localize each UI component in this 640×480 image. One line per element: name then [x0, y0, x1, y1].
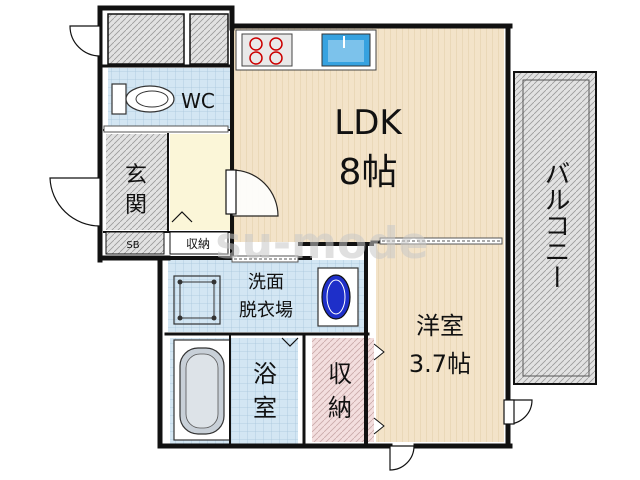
corridor-floor	[170, 134, 232, 230]
sink-icon	[321, 33, 371, 67]
western-size: 3.7帖	[409, 350, 471, 378]
closet-label-1: 収	[328, 360, 352, 388]
western-floor	[376, 242, 504, 442]
shoe-box-strip	[105, 231, 229, 255]
washbasin-icon	[317, 267, 359, 327]
stove-icon	[241, 33, 293, 67]
entrance-label-1: 玄	[125, 163, 147, 188]
storage-small-label: 収納	[186, 237, 210, 251]
washroom-label-2: 脱衣場	[239, 300, 293, 321]
ldk-label: LDK	[334, 103, 403, 143]
entrance-floor	[106, 134, 168, 230]
closet-label-2: 納	[328, 394, 352, 422]
balcony	[513, 71, 597, 385]
top-storage-left	[107, 13, 185, 65]
shoe-box-label: SB	[126, 240, 139, 251]
kitchen-counter	[235, 29, 377, 71]
ldk-size: 8帖	[339, 152, 398, 193]
western-label: 洋室	[416, 312, 464, 340]
closet-floor	[312, 338, 374, 442]
bathtub-icon	[173, 339, 231, 441]
bathroom-label-1: 浴	[253, 360, 277, 388]
window-marks	[103, 125, 503, 263]
balcony-label: バルコニー	[540, 160, 570, 290]
watermark: su-mode	[215, 218, 428, 269]
closet-door-marks	[373, 343, 385, 435]
washing-machine-icon	[173, 275, 221, 325]
toilet-icon	[111, 83, 175, 115]
bathroom-label-2: 室	[253, 394, 277, 422]
top-storage-right	[189, 13, 229, 65]
entrance-label-2: 関	[125, 193, 147, 218]
washroom-label-1: 洗面	[248, 272, 284, 293]
wc-label: WC	[181, 89, 215, 113]
door-swings	[49, 25, 533, 471]
